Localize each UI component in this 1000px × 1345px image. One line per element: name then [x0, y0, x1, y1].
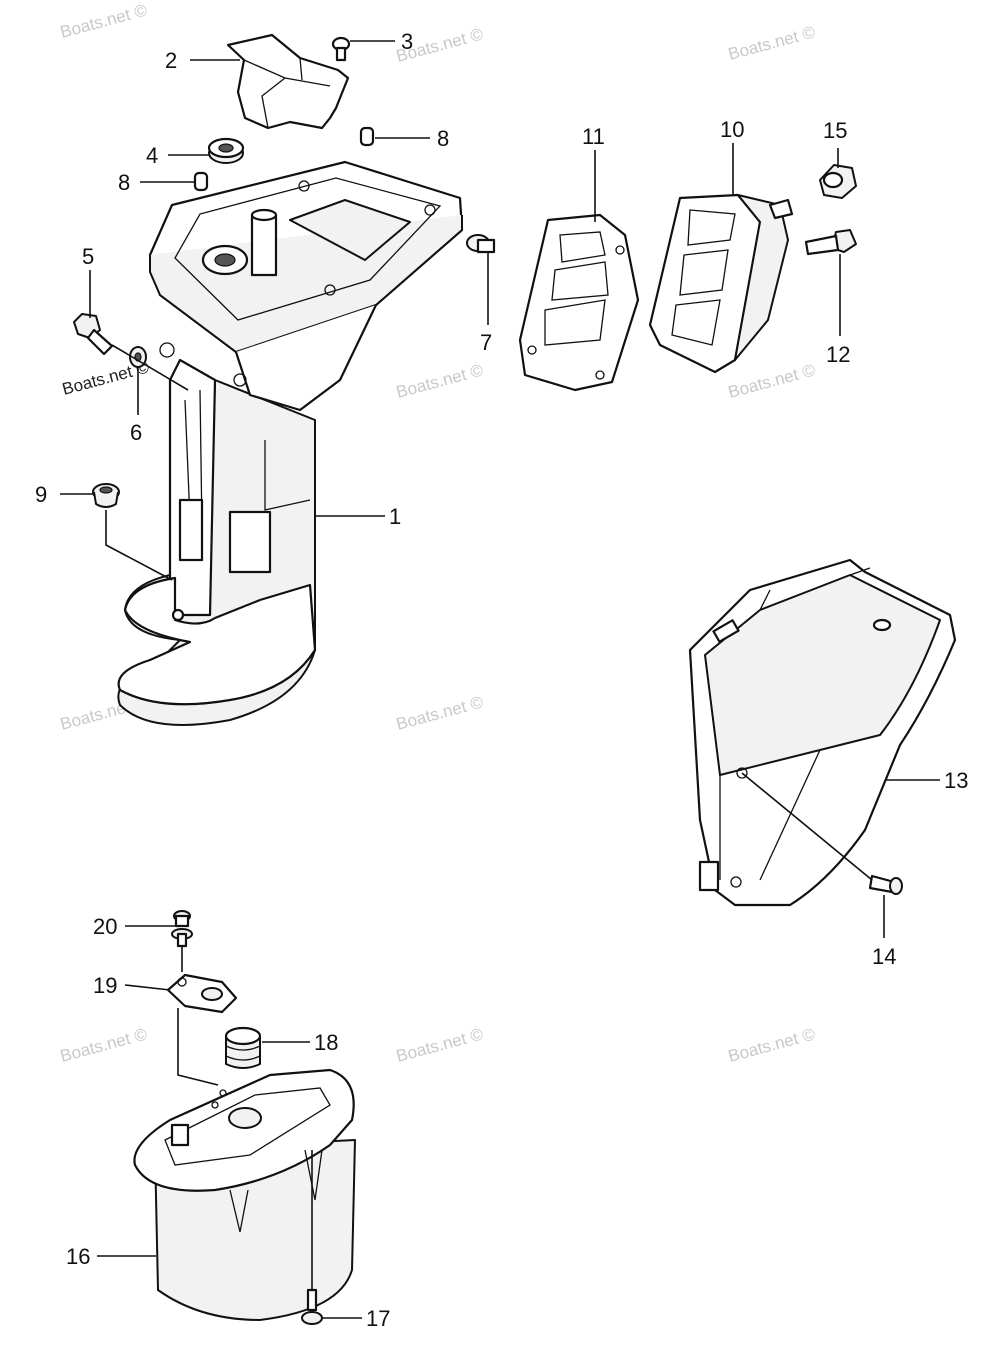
part-8-dowel-pins [193, 126, 375, 192]
callout-labels: 1 2 3 4 5 6 7 8 8 9 10 11 12 13 14 15 16… [35, 29, 968, 1331]
leader-lines [60, 40, 940, 1319]
watermark: Boats.net © [394, 360, 485, 402]
part-13-cover [688, 558, 957, 907]
part-19-gasket-plate [166, 973, 238, 1014]
callout-14: 14 [872, 944, 896, 969]
part-4-bushing [207, 137, 245, 164]
part-17-bolt [301, 1288, 323, 1325]
part-11-gasket [518, 213, 640, 392]
callout-8-top: 8 [437, 126, 449, 151]
callout-10: 10 [720, 117, 744, 142]
watermark: Boats.net © [726, 22, 817, 64]
callout-11: 11 [582, 124, 605, 149]
part-7-screw [466, 234, 496, 254]
watermark: Boats.net © [726, 1024, 817, 1066]
callout-8-left: 8 [118, 170, 130, 195]
watermark: Boats.net © [394, 1024, 485, 1066]
part-16-lower-cover [133, 1068, 356, 1321]
callout-15: 15 [823, 118, 847, 143]
part-3-screw [331, 36, 351, 62]
callout-9: 9 [35, 482, 47, 507]
part-12-hose-nipple [804, 229, 857, 256]
watermark: Boats.net © [726, 360, 817, 402]
callout-4: 4 [146, 143, 158, 168]
callout-13: 13 [944, 768, 968, 793]
callout-5: 5 [82, 244, 94, 269]
callout-20: 20 [93, 914, 117, 939]
watermark: Boats.net © [58, 1024, 149, 1066]
callout-1: 1 [389, 504, 401, 529]
callout-3: 3 [401, 29, 413, 54]
part-2-bracket [226, 33, 350, 130]
callout-18: 18 [314, 1030, 338, 1055]
part-15-nut [819, 164, 857, 199]
watermark: Boats.net © [394, 692, 485, 734]
part-9-plug [92, 483, 120, 508]
part-5-bolt [73, 313, 114, 356]
callout-7: 7 [480, 330, 492, 355]
callout-19: 19 [93, 973, 117, 998]
part-10-manifold-plate [648, 193, 794, 374]
part-1-upper-casing [117, 160, 464, 726]
watermark: Boats.net © [58, 0, 149, 42]
callout-12: 12 [826, 342, 850, 367]
callout-17: 17 [366, 1306, 390, 1331]
callout-2: 2 [165, 48, 177, 73]
part-18-grommet [224, 1026, 262, 1069]
part-14-screw [868, 874, 903, 895]
part-20-bolt [171, 910, 193, 948]
callout-16: 16 [66, 1244, 90, 1269]
callout-6: 6 [130, 420, 142, 445]
